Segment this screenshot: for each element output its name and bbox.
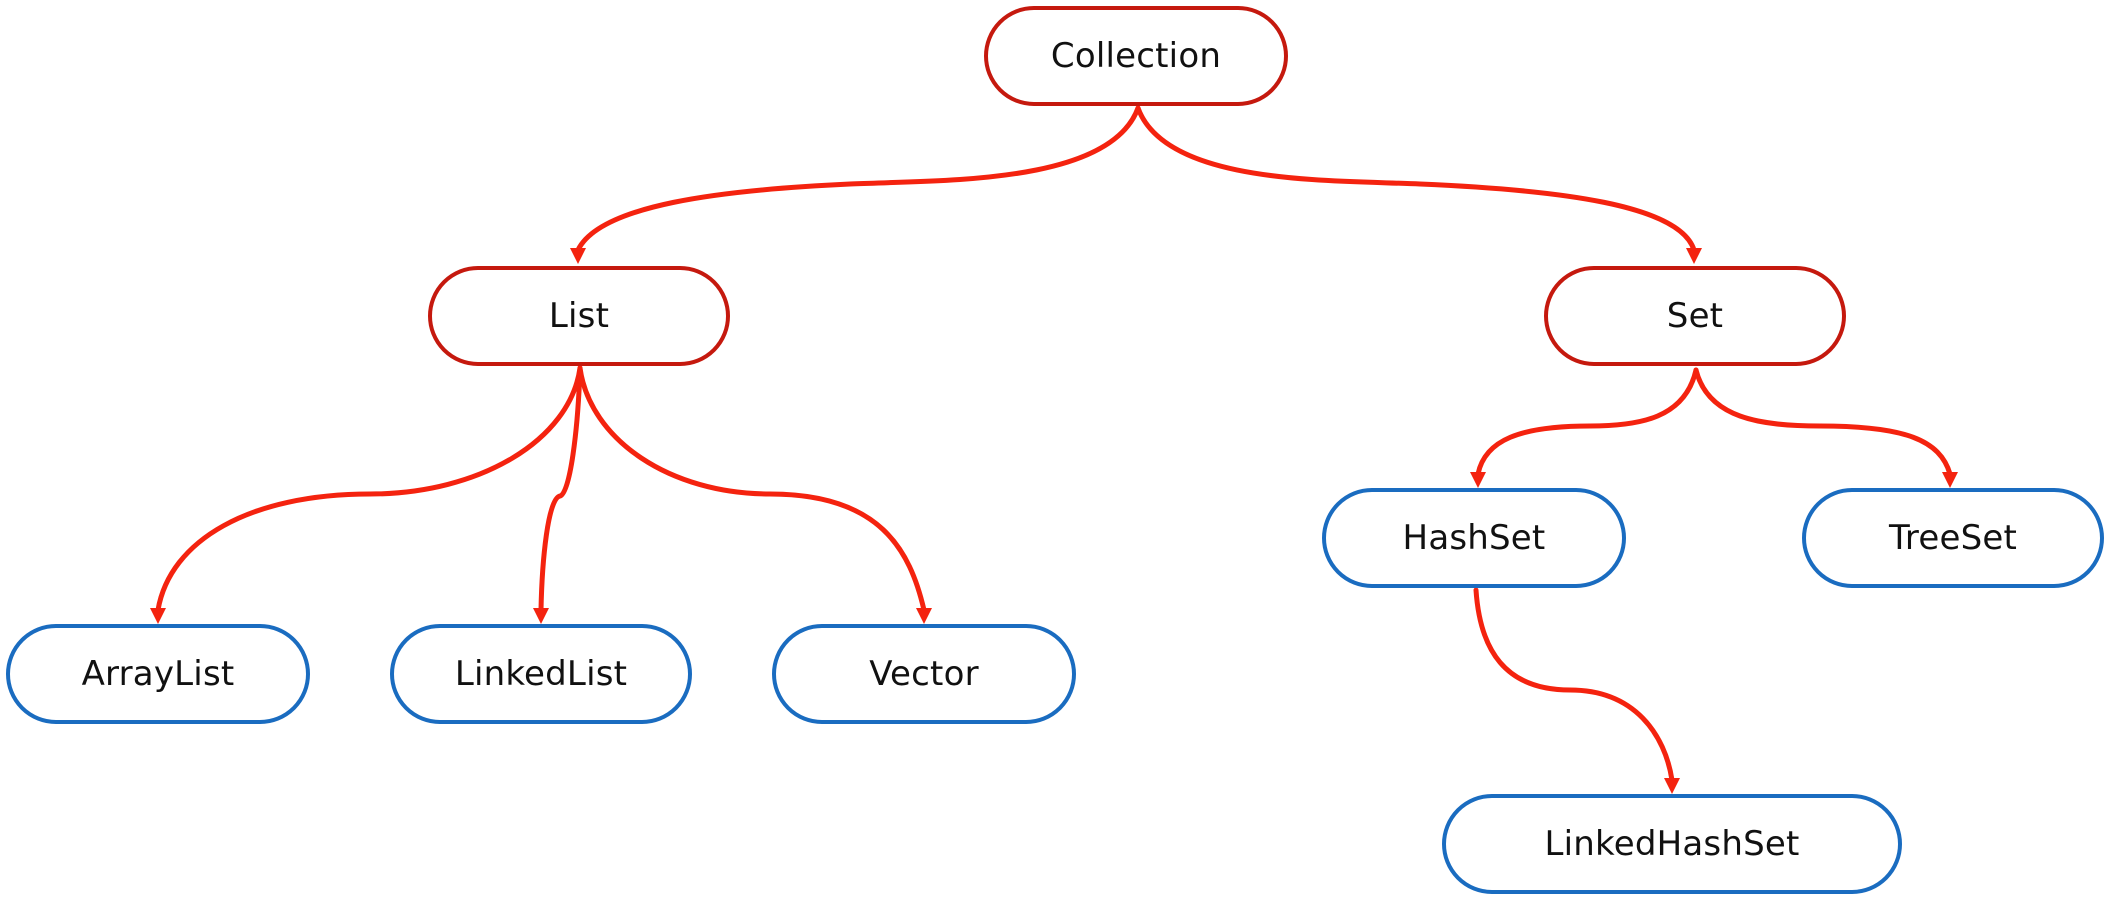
node-treeset: TreeSet [1802, 488, 2104, 588]
node-hashset-label: HashSet [1402, 518, 1546, 558]
node-treeset-label: TreeSet [1888, 518, 2018, 558]
node-arraylist-label: ArrayList [81, 654, 235, 694]
arrow-collection-set [1686, 248, 1702, 264]
node-list: List [428, 266, 730, 366]
edge-list-arraylist [155, 365, 583, 613]
node-set: Set [1544, 266, 1846, 366]
arrow-collection-list [570, 248, 586, 264]
edge-set-hashset [1475, 367, 1699, 477]
edge-list-vector [577, 365, 927, 613]
node-linkedhashset-label: LinkedHashSet [1544, 824, 1800, 864]
node-collection: Collection [984, 6, 1288, 106]
arrow-hashset-linkedhashset [1664, 778, 1680, 794]
node-set-label: Set [1666, 296, 1724, 336]
node-linkedlist: LinkedList [390, 624, 692, 724]
edge-set-treeset [1693, 367, 1953, 477]
edge-collection-list [575, 105, 1141, 253]
node-hashset: HashSet [1322, 488, 1626, 588]
node-linkedhashset: LinkedHashSet [1442, 794, 1902, 894]
edge-list-linkedlist [538, 365, 583, 613]
arrow-list-linkedlist [533, 608, 549, 624]
arrow-set-treeset [1942, 472, 1958, 488]
node-vector: Vector [772, 624, 1076, 724]
edge-hashset-linkedhashset [1473, 587, 1675, 783]
arrow-list-arraylist [150, 608, 166, 624]
arrow-set-hashset [1470, 472, 1486, 488]
arrow-list-vector [916, 608, 932, 624]
node-list-label: List [548, 296, 610, 336]
node-linkedlist-label: LinkedList [454, 654, 628, 694]
node-arraylist: ArrayList [6, 624, 310, 724]
node-collection-label: Collection [1050, 36, 1222, 76]
edge-collection-set [1135, 105, 1697, 253]
node-vector-label: Vector [869, 654, 979, 694]
